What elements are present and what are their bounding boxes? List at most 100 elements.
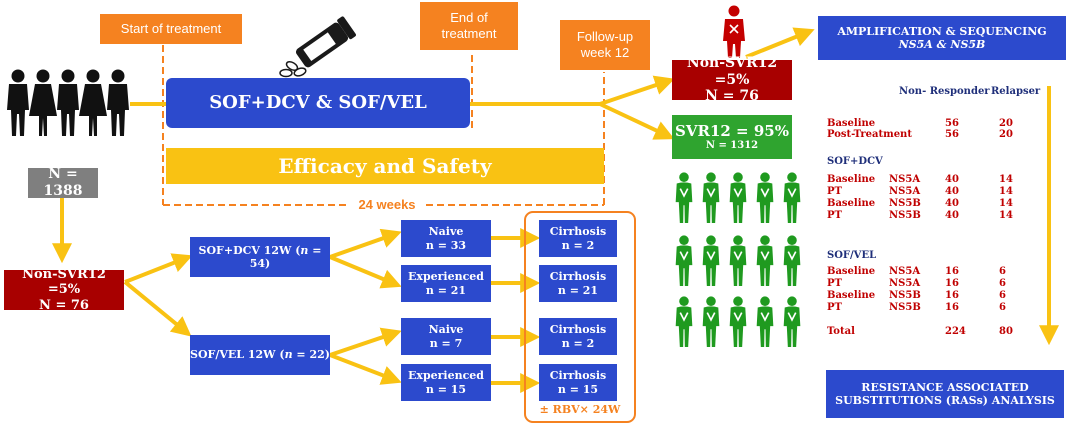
green-person-icon	[674, 235, 694, 287]
row-nr: 56	[945, 118, 959, 129]
row-rel: 6	[999, 290, 1006, 301]
green-person-icon	[755, 296, 775, 348]
total-nr: 224	[945, 326, 966, 337]
row-label: PT	[827, 302, 842, 313]
row-nr: 16	[945, 290, 959, 301]
row-nr: 40	[945, 186, 959, 197]
row-rel: 14	[999, 210, 1013, 221]
row-nr: 56	[945, 129, 959, 140]
total-label: Total	[827, 326, 855, 337]
naive1-n: n = 33	[425, 238, 467, 252]
flow-arrows	[52, 27, 1059, 393]
row-gene: NS5A	[889, 186, 921, 197]
green-person-icon	[701, 172, 721, 224]
row-label: PT	[827, 210, 842, 221]
arm1-text-b: = 54)	[249, 243, 322, 270]
arm2-text-b: = 22)	[292, 348, 330, 362]
green-person-icon	[728, 172, 748, 224]
row-rel: 6	[999, 266, 1006, 277]
exp2-title: Experienced	[408, 369, 484, 383]
row-nr: 16	[945, 266, 959, 277]
amp-line1: AMPLIFICATION & SEQUENCING	[837, 24, 1047, 38]
timeline-dashes	[162, 45, 605, 206]
non-svr12-n: N = 76	[705, 88, 759, 105]
ras-line2: SUBSTITUTIONS (RASs) ANALYSIS	[835, 394, 1055, 407]
start-label-text: Start of treatment	[120, 21, 222, 37]
row-nr: 40	[945, 210, 959, 221]
cir1-title: Cirrhosis	[549, 225, 607, 239]
cir2-n: n = 21	[557, 283, 599, 297]
lower-non-svr12-box: Non-SVR12 =5% N = 76	[4, 267, 124, 313]
section-sof-dcv: SOF+DCV	[827, 156, 883, 167]
total-rel: 80	[999, 326, 1013, 337]
follow-label-line1: Follow-up	[576, 29, 634, 45]
row-label: Baseline	[827, 266, 876, 277]
rbv-outline	[524, 211, 636, 423]
arm-sof-dcv-box: SOF+DCV 12W (n = 54)	[190, 237, 330, 277]
svr12-n: N = 1312	[705, 140, 759, 151]
row-rel: 14	[999, 174, 1013, 185]
row-gene: NS5B	[889, 302, 921, 313]
green-person-icon	[728, 296, 748, 348]
ras-line1: RESISTANCE ASSOCIATED	[861, 380, 1029, 394]
rbv-label: ± RBV× 24W	[539, 403, 621, 416]
green-person-icon	[701, 235, 721, 287]
section-sof-vel: SOF/VEL	[827, 250, 877, 261]
row-label: Baseline	[827, 198, 876, 209]
row-label: Baseline	[827, 118, 876, 129]
row-label: Baseline	[827, 174, 876, 185]
row-gene: NS5A	[889, 174, 921, 185]
header-relapser: Relapser	[991, 86, 1041, 97]
cir3-title: Cirrhosis	[549, 323, 607, 337]
exp1-n: n = 21	[425, 283, 467, 297]
row-label: Baseline	[827, 290, 876, 301]
cir2-title: Cirrhosis	[549, 270, 607, 284]
row-nr: 40	[945, 174, 959, 185]
end-label-line1: End of	[450, 10, 488, 26]
lower-non-svr12-n: N = 76	[39, 297, 89, 313]
arm2-text-n: n	[284, 348, 293, 362]
weeks-label: 24 weeks	[358, 197, 416, 212]
non-svr12-title: Non-SVR12 =5%	[686, 54, 778, 88]
row-label: PT	[827, 278, 842, 289]
green-person-icon	[782, 296, 802, 348]
green-person-icon	[674, 296, 694, 348]
row-label: PT	[827, 186, 842, 197]
amplification-sequencing-box: AMPLIFICATION & SEQUENCING NS5A & NS5B	[818, 16, 1066, 60]
row-nr: 40	[945, 198, 959, 209]
exp2-n: n = 15	[425, 382, 467, 396]
end-label-line2: treatment	[441, 26, 497, 41]
row-rel: 14	[999, 198, 1013, 209]
arm1-text-n: n	[300, 243, 309, 257]
cir3-n: n = 2	[561, 336, 595, 350]
efficacy-text: Efficacy and Safety	[278, 154, 492, 178]
green-person-icon	[728, 235, 748, 287]
end-of-treatment-label: End of treatment	[420, 2, 518, 50]
pills-icon	[279, 60, 307, 78]
n-total-box: N = 1388	[28, 166, 98, 199]
row-nr: 16	[945, 302, 959, 313]
naive1-title: Naive	[428, 225, 464, 239]
sequencing-table: Non- Responder Relapser Baseline 56 20 P…	[827, 86, 1047, 346]
naive2-n: n = 7	[429, 336, 463, 350]
red-person-icon	[723, 5, 745, 58]
row-gene: NS5B	[889, 198, 921, 209]
arm1-text-a: SOF+DCV 12W (	[198, 243, 301, 257]
cir4-n: n = 15	[557, 382, 599, 396]
row-rel: 6	[999, 302, 1006, 313]
follow-up-label: Follow-up week 12	[560, 20, 650, 70]
patients-group-icon	[7, 69, 129, 136]
row-gene: NS5B	[889, 290, 921, 301]
start-of-treatment-label: Start of treatment	[100, 14, 242, 44]
efficacy-safety-bar: Efficacy and Safety	[166, 148, 604, 184]
amp-line2: NS5A & NS5B	[898, 38, 986, 51]
naive2-title: Naive	[428, 323, 464, 337]
svr12-title: SVR12 = 95%	[675, 122, 789, 140]
